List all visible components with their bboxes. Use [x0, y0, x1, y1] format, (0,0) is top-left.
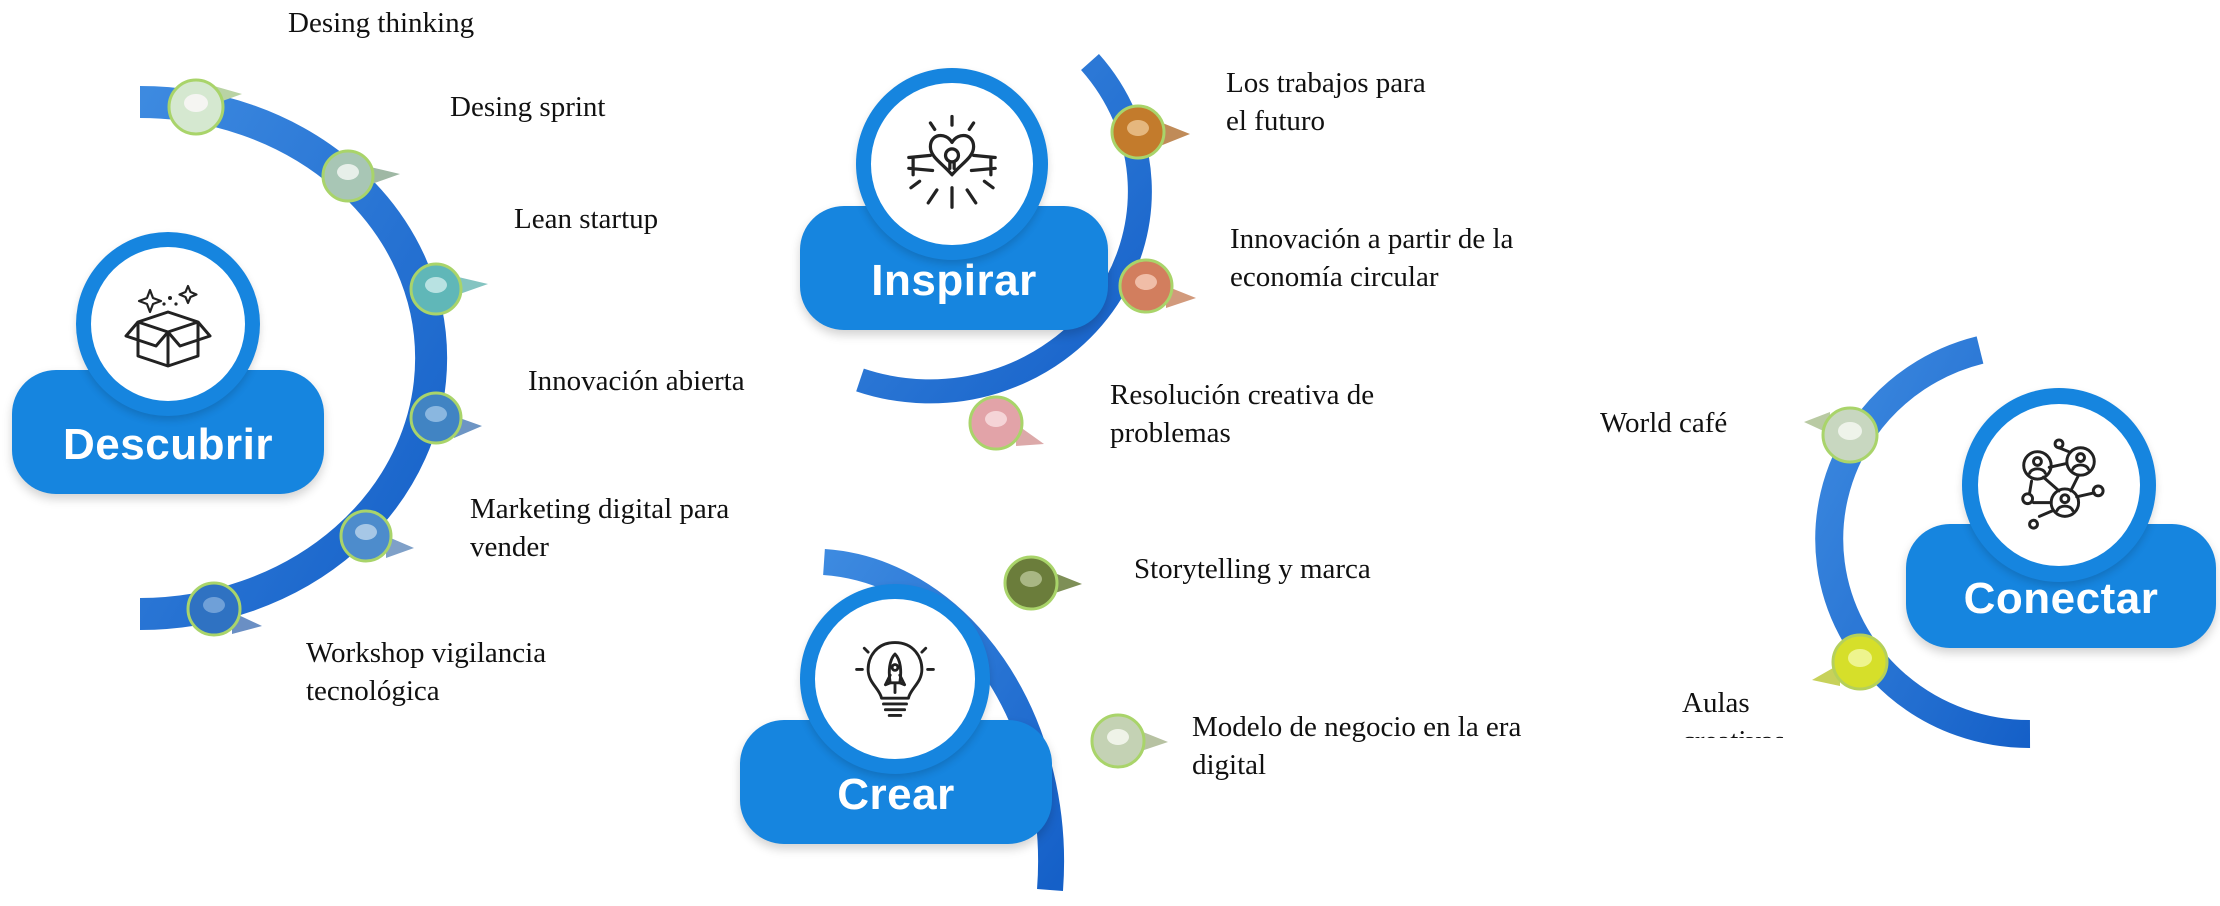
inspirar-icon-disc — [871, 83, 1033, 245]
label-marketing-digital: Marketing digital para vender — [470, 493, 730, 563]
label-economia-circular: Innovación a partir de la economía circu… — [1230, 223, 1514, 293]
bead-modelo-negocio — [1090, 713, 1168, 769]
bead-innovacion-abierta — [409, 391, 482, 445]
network-people-icon — [2021, 438, 2105, 530]
bead-marketing-digital — [339, 509, 414, 563]
bead-trabajos-futuro — [1110, 104, 1190, 160]
conectar-title: Conectar — [1963, 574, 2159, 623]
bead-desing-thinking — [167, 78, 242, 136]
bead-workshop-vigilancia — [186, 581, 262, 637]
label-lean-startup: Lean startup — [514, 203, 659, 235]
crear-arc — [823, 549, 1065, 891]
inspirar-icon-ring — [856, 68, 1048, 260]
label-desing-thinking: Desing thinking — [288, 7, 475, 39]
crear-icon-ring — [800, 584, 990, 774]
bead-markers — [167, 78, 1889, 769]
label-workshop-vigilancia: Workshop vigilancia tecnológica — [306, 637, 547, 707]
bead-storytelling — [1003, 555, 1082, 611]
descubrir-icon-disc — [90, 246, 246, 402]
label-desing-sprint: Desing sprint — [450, 91, 606, 123]
label-aulas-clip: Aulas creativas — [1682, 684, 1882, 738]
label-aulas-creativas: Aulas creativas — [1682, 687, 1785, 738]
descubrir-icon-ring — [76, 232, 260, 416]
label-storytelling: Storytelling y marca — [1134, 553, 1371, 585]
conectar-arc — [1815, 336, 2031, 749]
bead-world-cafe — [1804, 406, 1879, 464]
conectar-icon-disc — [1977, 403, 2141, 567]
bead-economia-circular — [1118, 258, 1196, 314]
label-world-cafe: World café — [1600, 407, 1728, 439]
conectar-icon-ring — [1962, 388, 2156, 582]
bead-lean-startup — [409, 262, 488, 316]
descubrir-card: Descubrir — [12, 370, 324, 494]
label-innovacion-abierta: Innovación abierta — [528, 365, 745, 397]
open-box-icon — [124, 284, 212, 368]
descubrir-arc — [139, 86, 448, 630]
crear-icon-disc — [815, 599, 975, 759]
hands-heart-lightbulb-icon — [907, 114, 997, 209]
bead-aulas-creativas — [1812, 633, 1889, 691]
lightbulb-rocket-icon — [855, 641, 935, 717]
label-resolucion-creativa: Resolución creativa de problemas — [1110, 379, 1375, 449]
crear-title: Crear — [837, 770, 955, 819]
inspirar-card: Inspirar — [800, 206, 1108, 330]
inspirar-title: Inspirar — [871, 256, 1037, 305]
bead-resolucion-creativa — [968, 395, 1044, 451]
descubrir-title: Descubrir — [63, 420, 273, 469]
bead-desing-sprint — [321, 149, 400, 203]
label-trabajos-futuro: Los trabajos para el futuro — [1226, 67, 1426, 137]
label-modelo-negocio: Modelo de negocio en la era digital — [1192, 711, 1522, 781]
